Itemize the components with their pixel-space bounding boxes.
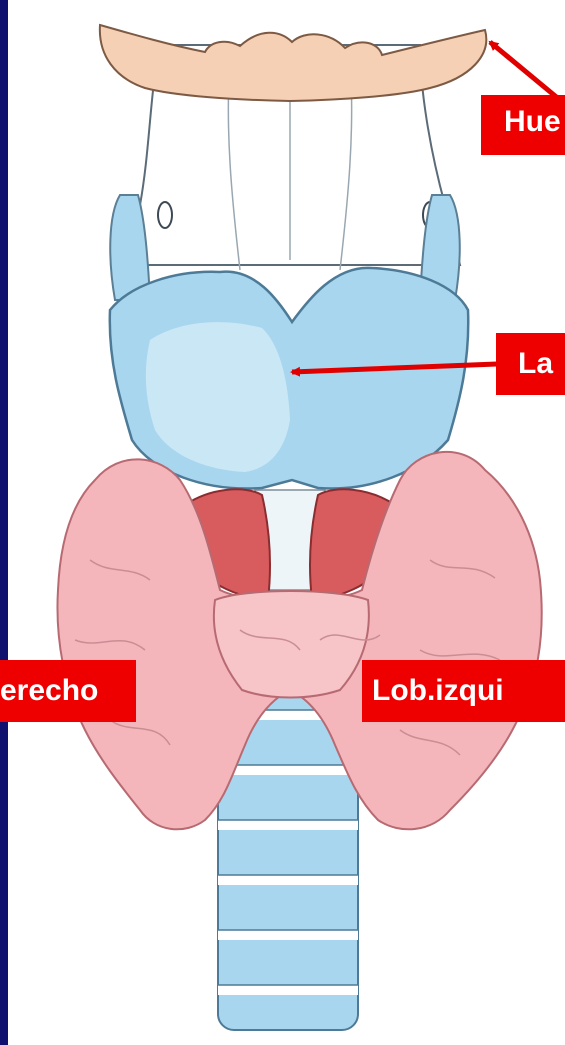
thyroid-isthmus xyxy=(214,591,369,698)
hueso-pointer-arrow xyxy=(490,42,560,100)
hyoid-bone xyxy=(100,25,486,101)
label-lobulo-derecho: erecho xyxy=(0,660,136,722)
label-laringe: La xyxy=(496,333,565,395)
label-hueso-hioides: Hue xyxy=(481,95,565,155)
label-lobulo-izquierdo: Lob.izqui xyxy=(362,660,565,722)
